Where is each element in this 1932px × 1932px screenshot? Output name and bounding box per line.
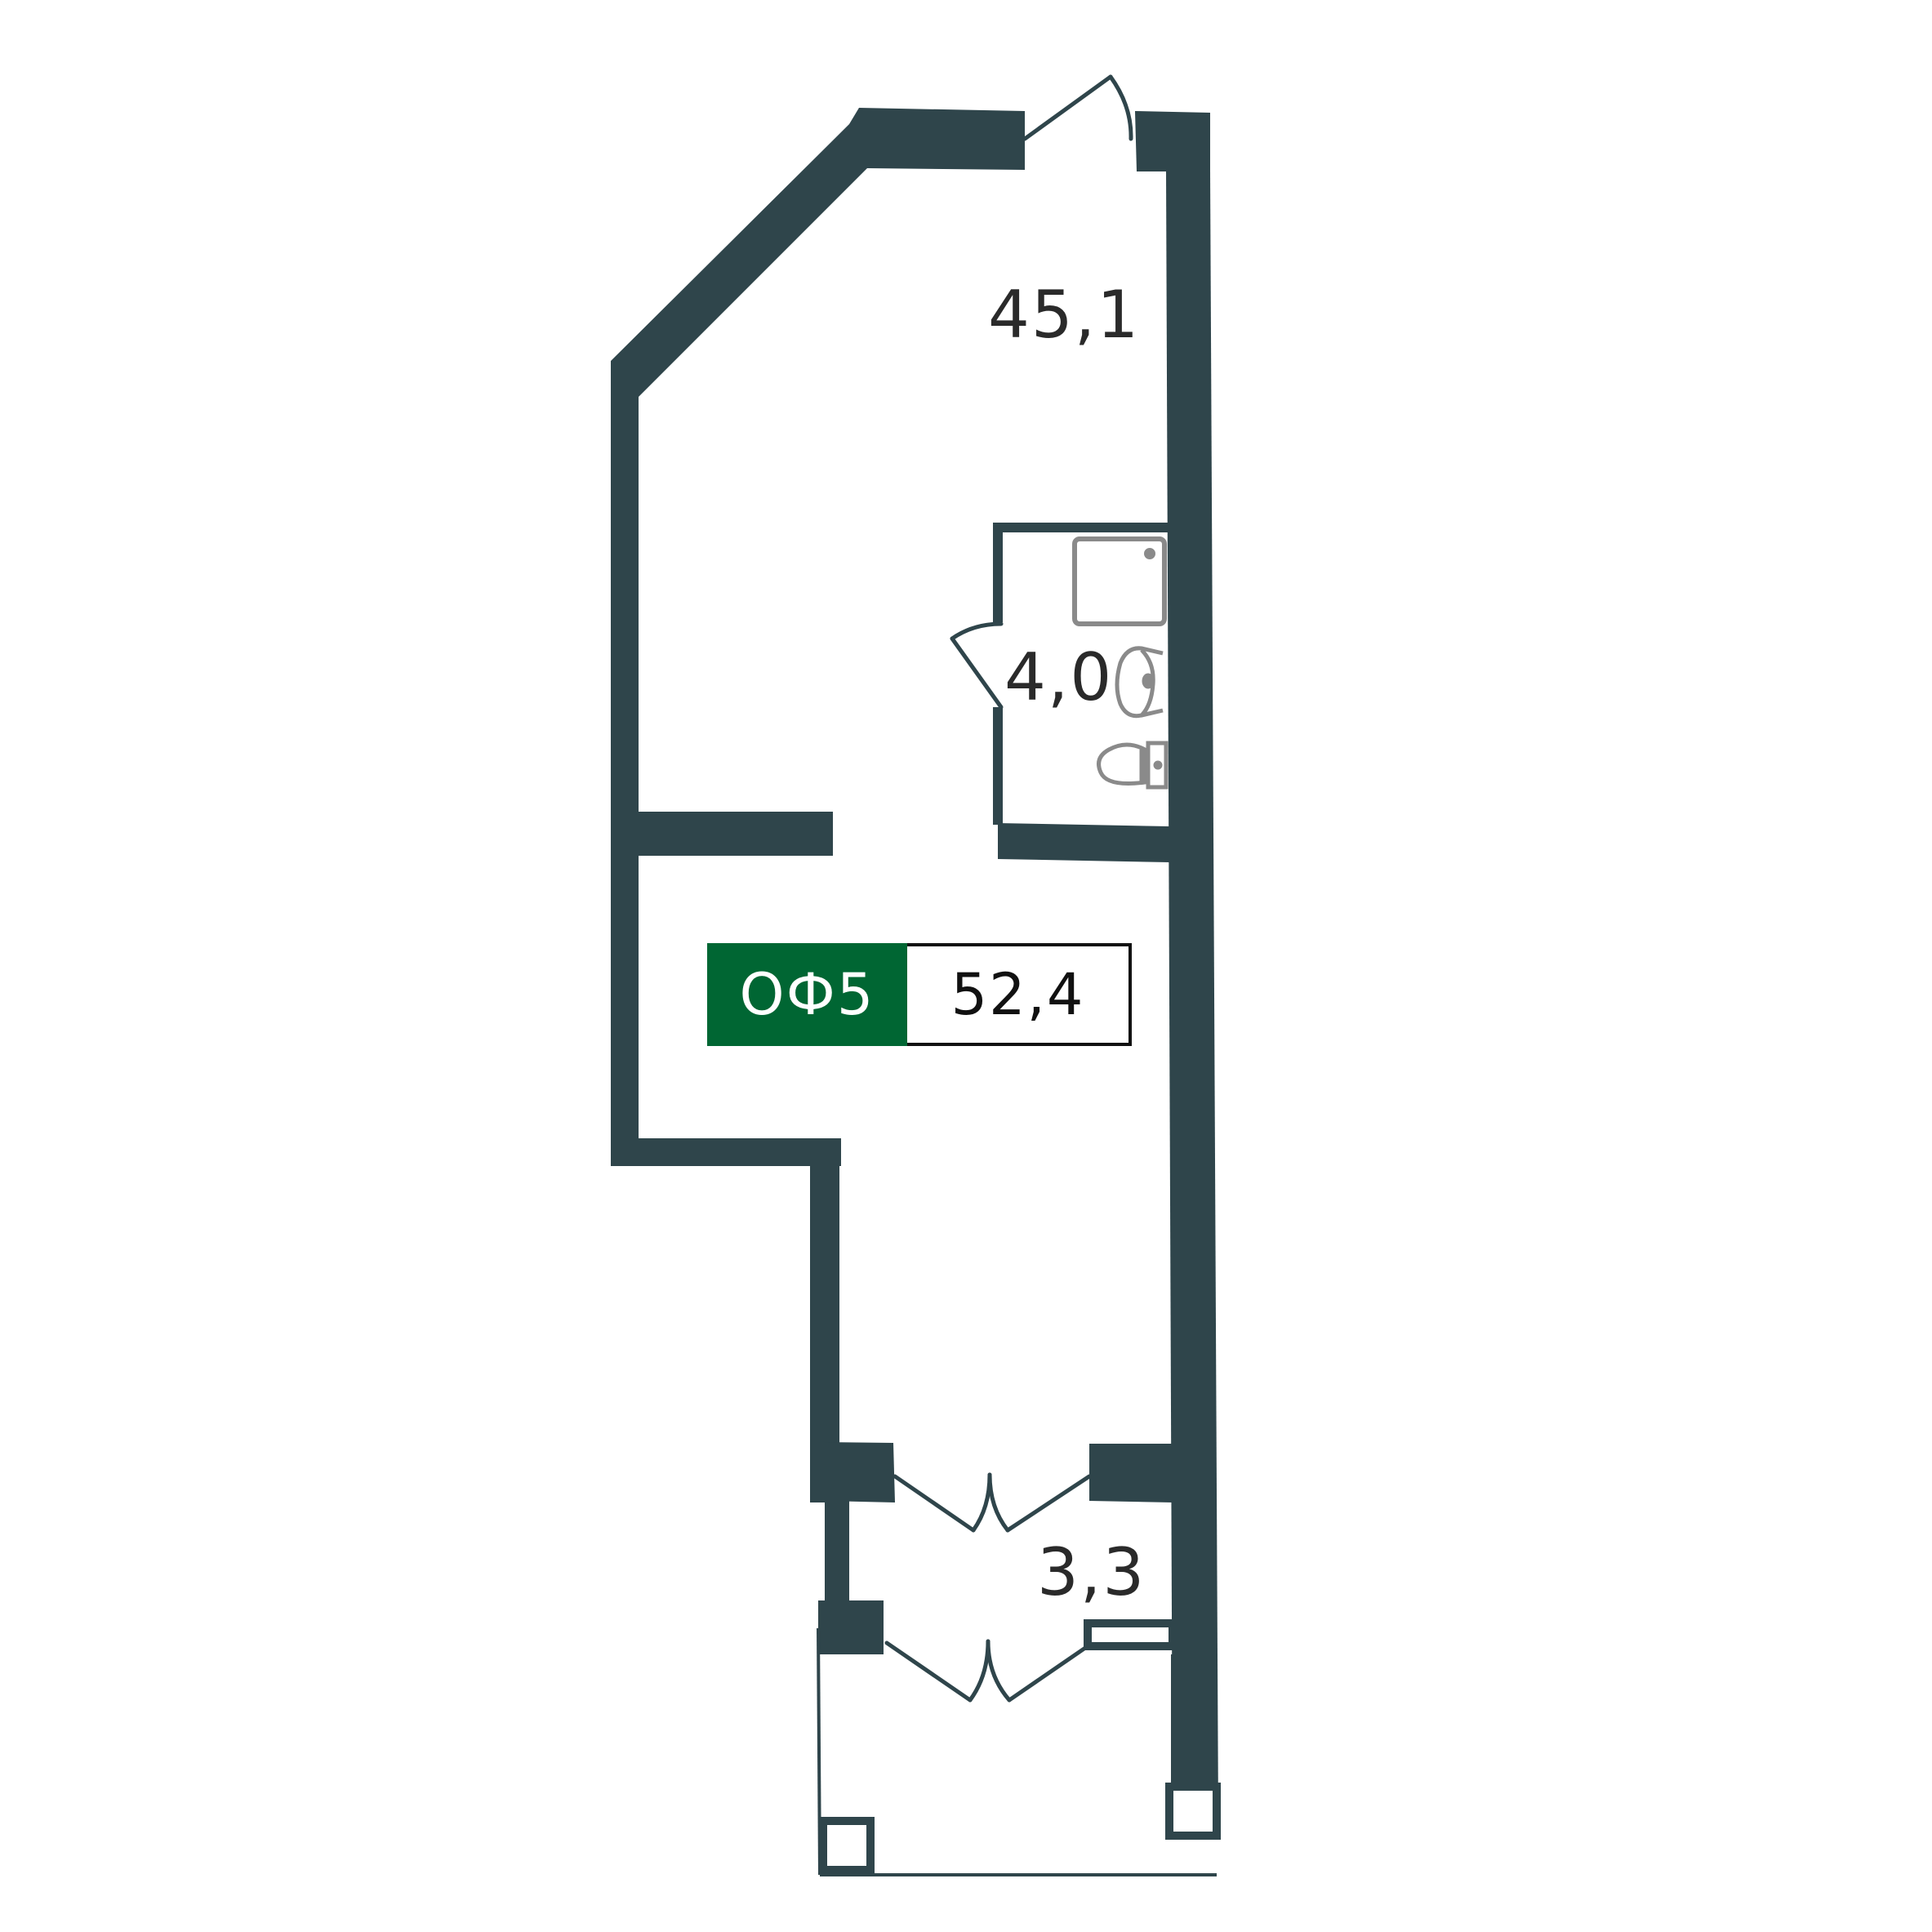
bathroom-walls (993, 523, 1168, 825)
wall-left (611, 397, 639, 1166)
column-icon (819, 1817, 875, 1874)
unit-code: ОФ5 (707, 943, 907, 1046)
vestibule-fixture (1084, 1619, 1177, 1650)
wall-partition-mid (611, 812, 833, 856)
wall-entry-right (1089, 1444, 1173, 1502)
walls (611, 108, 1218, 1821)
column-icon (1165, 1783, 1221, 1840)
vestibule-outline (817, 1627, 1217, 1876)
toilet-icon (1097, 741, 1169, 790)
bathroom-door-icon (950, 621, 1004, 710)
room-area-bathroom: 4,0 (1004, 639, 1114, 715)
wall-top-right (1135, 111, 1210, 171)
double-door-icon (893, 1472, 1092, 1533)
wall-lower-left (810, 1138, 839, 1502)
wall-bathroom-bottom (998, 823, 1169, 862)
wall-entry-left (825, 1442, 895, 1502)
wall-vestibule-door-left (818, 1600, 884, 1654)
entry-door-top-icon (1022, 74, 1133, 141)
wall-right (1166, 170, 1218, 1821)
room-area-main: 45,1 (988, 277, 1141, 353)
shower-tray-icon (1072, 536, 1167, 626)
wall-vestibule-left (825, 1494, 849, 1600)
wall-ledge (611, 1138, 841, 1166)
double-door-icon (884, 1639, 1090, 1703)
wall-top-left (611, 108, 1025, 425)
sink-icon (1115, 646, 1164, 719)
unit-badge: ОФ5 52,4 (707, 943, 1132, 1046)
unit-total-area: 52,4 (907, 943, 1132, 1046)
room-area-vestibule: 3,3 (1037, 1534, 1146, 1610)
